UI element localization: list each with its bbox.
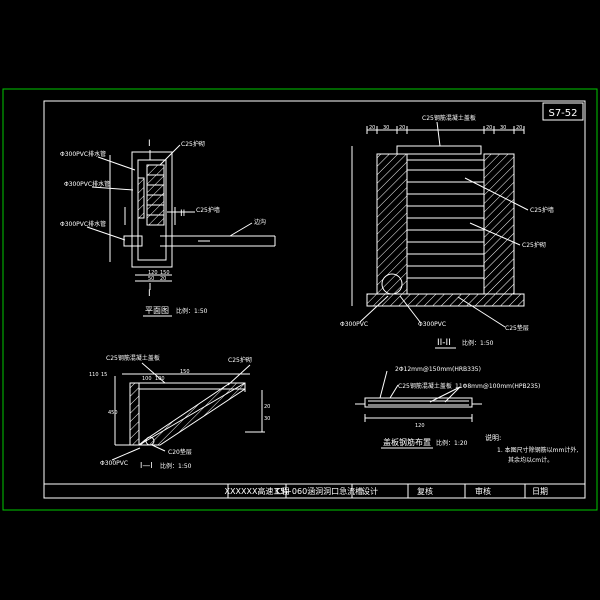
sheet-code: S7-52	[548, 108, 577, 119]
project-name: XXXXXX高速工程	[225, 486, 290, 496]
date-label: 日期	[532, 487, 548, 496]
reviewer-label: 审核	[475, 486, 491, 496]
i-dim-4: 100	[155, 376, 165, 382]
outer-frame	[2, 88, 598, 511]
section-ii-view: 20 30 20 20 30 20 C25钢筋混凝土盖板 C25护墙 C25护砌…	[340, 114, 554, 349]
i-dim-8: 30	[264, 416, 270, 422]
ii-dim-6: 20	[516, 125, 522, 131]
ii-label-c25-wall: C25护墙	[530, 206, 554, 214]
notes-heading: 说明:	[485, 433, 501, 442]
ii-label-c25-base: C25护砌	[522, 241, 546, 249]
plan-section-mark-bottom: I	[148, 289, 151, 299]
plan-label-wall: C25护墙	[196, 206, 220, 214]
rebar-label-bottom: 11Φ8mm@100mm(HPB235)	[455, 383, 540, 390]
ii-dim-4: 20	[486, 125, 492, 131]
plan-label-c25: C25护砌	[181, 140, 205, 148]
ii-label-c25-bottom: C25垫层	[505, 324, 529, 332]
plan-label-pvc-pipe: Φ300PVC排水管	[64, 180, 110, 188]
drawing-title: K5+060涵洞洞口急流槽	[275, 486, 363, 496]
i-dim-1: 110	[89, 372, 99, 378]
plan-dim-4: 20	[160, 276, 166, 282]
ii-view-scale: 比例：1:50	[462, 339, 494, 347]
ii-dim-3: 20	[399, 125, 405, 131]
plan-view-scale: 比例：1:50	[176, 307, 208, 315]
ii-label-top-slab: C25钢筋混凝土盖板	[422, 114, 476, 122]
ii-dim-1: 20	[369, 125, 375, 131]
plan-view-title: 平面图	[145, 306, 169, 315]
plan-dim-1: 120	[148, 270, 158, 276]
plan-label-pipe-note: Φ300PVC排水管	[60, 150, 106, 158]
ii-dim-5: 30	[500, 125, 506, 131]
rebar-label-top: 2Φ12mm@150mm(HRB335)	[395, 366, 481, 373]
plan-dim-2: 150	[160, 270, 170, 276]
i-label-pvc: Φ300PVC	[100, 460, 128, 467]
cover-slab-rebar-view: 2Φ12mm@150mm(HRB335) C25钢筋混凝土盖板 11Φ8mm@1…	[355, 366, 540, 449]
i-dim-7: 20	[264, 404, 270, 410]
i-dim-2: 15	[101, 372, 107, 378]
i-view-scale: 比例：1:50	[160, 462, 192, 470]
rebar-view-title: 盖板钢筋布置	[383, 437, 431, 447]
i-label-c25: C25护砌	[228, 356, 252, 364]
ii-label-pvc-mid: Φ300PVC	[418, 321, 446, 328]
notes-line-1: 1. 本图尺寸除钢筋以mm计外,	[497, 446, 578, 454]
plan-section-mark-ii: II	[180, 209, 185, 219]
plan-section-mark-top: I	[148, 139, 151, 149]
plan-view: I I Φ300PVC排水管	[60, 139, 276, 317]
drawing-border	[43, 100, 586, 499]
plan-label-ditch: 边沟	[254, 218, 266, 226]
i-dim-6: 450	[108, 410, 118, 416]
rebar-dim: 120	[415, 423, 425, 429]
ii-label-pvc-left: Φ300PVC	[340, 321, 368, 328]
notes-block: 说明: 1. 本图尺寸除钢筋以mm计外, 其余均以cm计。	[485, 433, 578, 464]
i-dim-3: 100	[142, 376, 152, 382]
i-label-cover: C25钢筋混凝土盖板	[106, 354, 160, 362]
i-dim-5: 150	[180, 369, 190, 375]
i-label-bedding: C20垫层	[168, 448, 192, 456]
rebar-view-scale: 比例：1:20	[436, 439, 468, 447]
designer-label: 设计	[362, 486, 378, 496]
ii-dim-2: 30	[383, 125, 389, 131]
checker-label: 复核	[417, 486, 433, 496]
section-i-view: C25钢筋混凝土盖板 C25护砌 C20垫层 Φ300PVC 110 15 10…	[89, 354, 270, 470]
rebar-label-c25: C25钢筋混凝土盖板	[398, 382, 452, 390]
notes-line-2: 其余均以cm计。	[508, 456, 553, 464]
sheet-code-box: S7-52	[542, 102, 584, 121]
plan-label-pvc-outlet: Φ300PVC排水管	[60, 220, 106, 228]
title-block: XXXXXX高速工程 K5+060涵洞洞口急流槽 设计 复核 审核 日期	[44, 483, 585, 498]
i-view-title: I—I	[140, 461, 153, 470]
ii-view-title: II-II	[437, 338, 451, 348]
plan-dim-3: 50	[148, 276, 154, 282]
